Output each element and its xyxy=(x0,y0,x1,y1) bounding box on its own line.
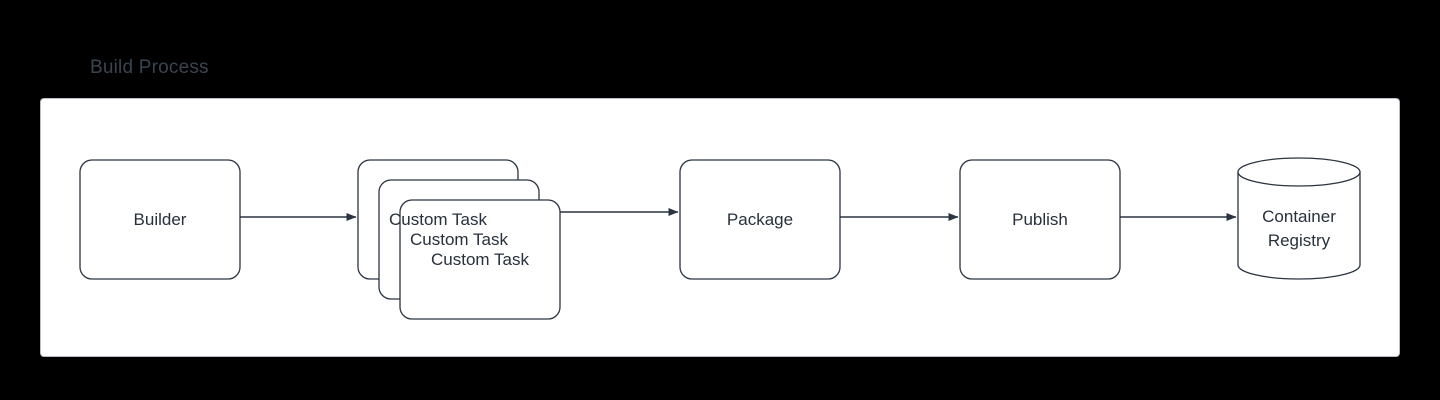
diagram-title: Build Process xyxy=(90,57,209,78)
node-container-registry[interactable] xyxy=(1237,157,1361,280)
node-builder[interactable] xyxy=(79,159,241,280)
node-custom-task-front[interactable] xyxy=(399,199,561,320)
node-package[interactable] xyxy=(679,159,841,280)
node-publish[interactable] xyxy=(959,159,1121,280)
